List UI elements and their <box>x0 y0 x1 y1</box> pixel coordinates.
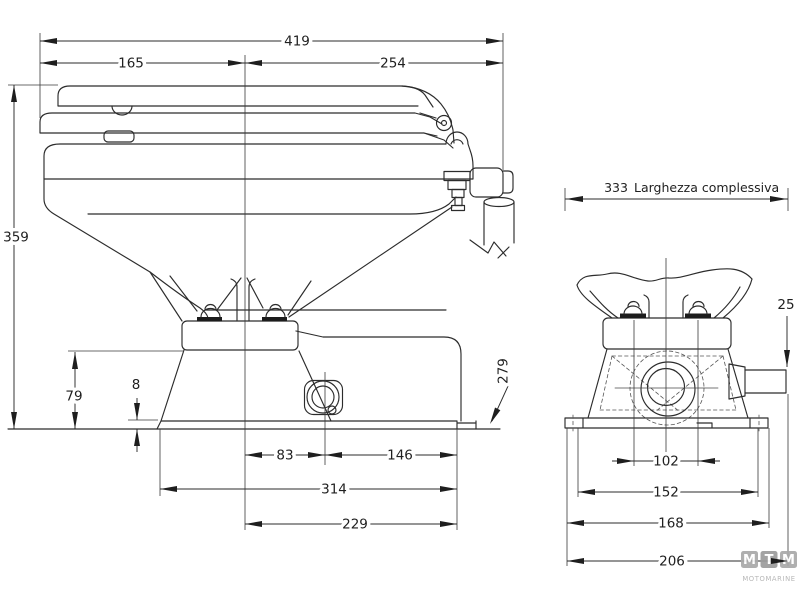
hose-break-symbol <box>469 239 510 259</box>
dim-419: 419 <box>284 34 310 50</box>
logo-square <box>780 551 797 568</box>
outlet-pipe <box>744 369 787 394</box>
dim-79: 79 <box>65 389 82 405</box>
dim-25: 25 <box>777 297 794 313</box>
dim-102: 102 <box>653 454 679 470</box>
dim-8: 8 <box>132 377 141 393</box>
base-flange <box>564 417 769 429</box>
logo-square <box>741 551 758 568</box>
logo-square <box>760 551 778 568</box>
dim-333-label: Larghezza complessiva <box>634 180 779 195</box>
outlet-flange <box>728 363 746 400</box>
base-plate <box>156 420 477 430</box>
dim-333: 333 <box>604 180 628 195</box>
dim-359: 359 <box>3 230 29 246</box>
bolt-base <box>262 317 287 322</box>
bolt-base <box>197 317 222 322</box>
logo-letter-m2: M <box>782 553 795 568</box>
dim-83: 83 <box>276 448 293 464</box>
motor-housing <box>295 330 462 422</box>
dim-314: 314 <box>321 482 347 498</box>
pedestal <box>181 320 299 351</box>
dim-229: 229 <box>342 517 368 533</box>
rim-dome <box>445 131 469 145</box>
rear-view <box>564 268 787 432</box>
dim-152: 152 <box>653 485 679 501</box>
mounting-bolt <box>265 304 286 318</box>
pump-housing <box>640 361 696 417</box>
dim-146: 146 <box>387 448 413 464</box>
seat-bumper <box>103 130 135 143</box>
bowl-funnel <box>576 268 753 286</box>
dim-165: 165 <box>118 56 144 72</box>
mounting-bolt <box>623 301 643 315</box>
lid-bumper <box>111 105 133 116</box>
logo-letter-m1: M <box>743 553 756 568</box>
dim-206: 206 <box>659 554 685 570</box>
pedestal-rear <box>602 317 732 350</box>
side-view <box>7 85 515 430</box>
mounting-bolt <box>200 304 221 318</box>
dim-279: 279 <box>496 358 512 384</box>
dimensions: 419 165 254 359 79 8 83 146 314 229 279 … <box>0 30 798 573</box>
discharge-elbow <box>469 167 504 198</box>
dim-168: 168 <box>658 516 684 532</box>
hinge-pivot <box>435 114 453 132</box>
dim-254: 254 <box>380 56 406 72</box>
mounting-bolt <box>688 301 708 315</box>
discharge-hose <box>483 201 515 246</box>
logo-letter-t: T <box>765 553 774 568</box>
pump-skirt <box>587 348 749 419</box>
mtm-motomarine-logo: M T M MOTOMARINE <box>741 551 797 583</box>
logo-wordmark: MOTOMARINE <box>742 575 795 583</box>
